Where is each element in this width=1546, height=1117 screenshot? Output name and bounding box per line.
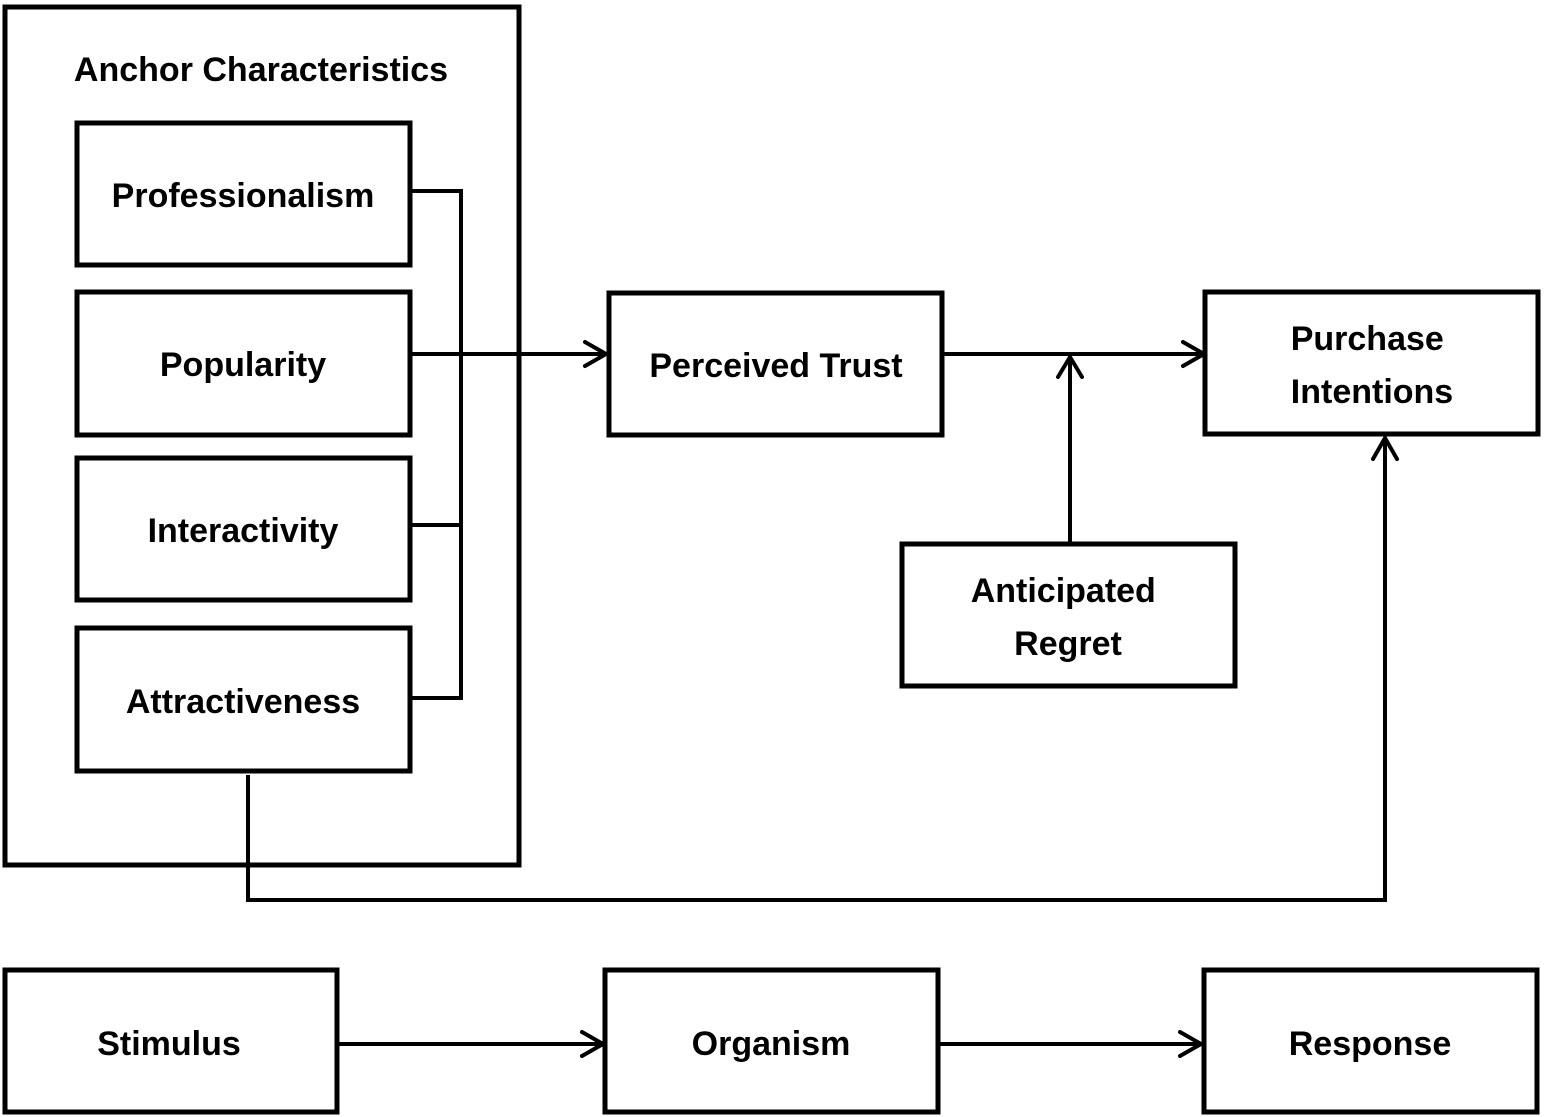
purchase-intentions-line-1: Purchase bbox=[1291, 320, 1444, 358]
anticipated-regret-line-1: Anticipated bbox=[971, 572, 1156, 610]
purchase-intentions-node: Purchase Intentions bbox=[1202, 289, 1541, 437]
arrow-organism-to-response bbox=[938, 1030, 1203, 1058]
arrowhead-icon bbox=[1371, 436, 1399, 461]
stimulus-node: Stimulus bbox=[2, 967, 340, 1115]
interactivity-label: Interactivity bbox=[148, 512, 339, 550]
popularity-node: Popularity bbox=[74, 289, 413, 438]
interactivity-node: Interactivity bbox=[74, 455, 413, 603]
professionalism-box bbox=[74, 120, 413, 268]
response-box bbox=[1201, 967, 1540, 1115]
response-label: Response bbox=[1289, 1025, 1452, 1063]
organism-box bbox=[602, 967, 941, 1115]
popularity-box bbox=[74, 289, 413, 438]
anticipated-regret-node: Anticipated Regret bbox=[899, 541, 1238, 689]
sor-framework: Stimulus Organism Response bbox=[2, 967, 1540, 1115]
arrow-stimulus-to-organism bbox=[337, 1030, 605, 1058]
anchor-characteristics-group: Anchor Characteristics Professionalism P… bbox=[2, 4, 522, 868]
arrowhead-icon bbox=[1056, 355, 1084, 379]
perceived-trust-label: Perceived Trust bbox=[649, 347, 902, 385]
anticipated-regret-line-2: Regret bbox=[1014, 625, 1122, 663]
perceived-trust-box bbox=[606, 290, 945, 438]
interactivity-box bbox=[74, 455, 413, 603]
stimulus-box bbox=[2, 967, 340, 1115]
response-node: Response bbox=[1201, 967, 1540, 1115]
anticipated-regret-box bbox=[899, 541, 1238, 689]
purchase-intentions-box bbox=[1202, 289, 1541, 437]
organism-node: Organism bbox=[602, 967, 941, 1115]
anticipated-regret-label: Anticipated Regret bbox=[971, 572, 1166, 663]
professionalism-node: Professionalism bbox=[74, 120, 413, 268]
stimulus-label: Stimulus bbox=[97, 1025, 241, 1063]
popularity-label: Popularity bbox=[160, 346, 326, 384]
characteristics-bracket bbox=[410, 189, 463, 700]
anchor-characteristics-frame bbox=[2, 4, 522, 868]
anchor-characteristics-title: Anchor Characteristics bbox=[74, 51, 448, 89]
arrowhead-icon bbox=[583, 340, 608, 368]
arrow-direct-to-purchase bbox=[246, 436, 1399, 902]
arrow-regret-moderation bbox=[1056, 355, 1084, 543]
arrow-line bbox=[246, 440, 1387, 902]
arrow-characteristics-to-trust bbox=[410, 340, 608, 368]
attractiveness-box bbox=[74, 625, 413, 774]
professionalism-label: Professionalism bbox=[112, 177, 375, 215]
purchase-intentions-line-2: Intentions bbox=[1291, 373, 1453, 411]
organism-label: Organism bbox=[692, 1025, 851, 1063]
arrowhead-icon bbox=[1178, 1030, 1203, 1058]
attractiveness-label: Attractiveness bbox=[126, 683, 360, 721]
purchase-intentions-label: Purchase Intentions bbox=[1291, 320, 1454, 411]
perceived-trust-node: Perceived Trust bbox=[606, 290, 945, 438]
attractiveness-node: Attractiveness bbox=[74, 625, 413, 774]
